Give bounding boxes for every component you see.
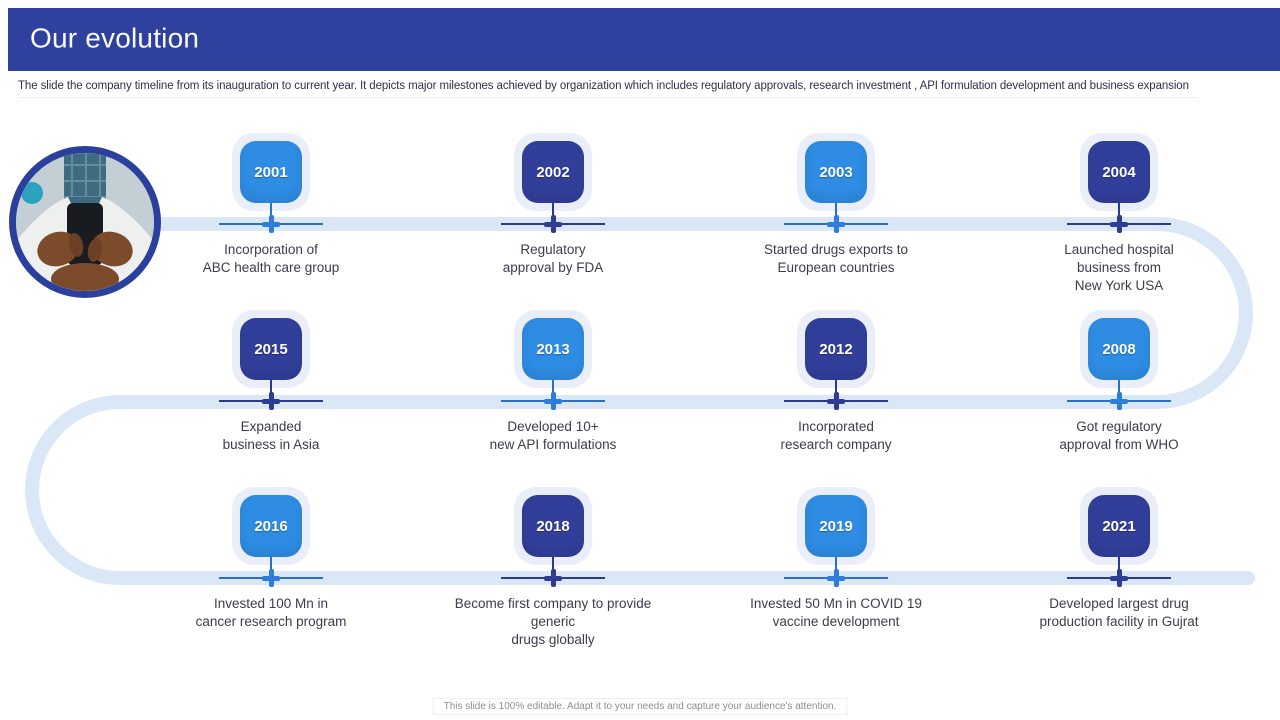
- milestone-description: Expanded business in Asia: [222, 419, 320, 452]
- plus-marker-icon: [827, 215, 845, 233]
- connector-line: [835, 203, 837, 225]
- milestone-description: Developed 10+ new API formulations: [489, 419, 617, 452]
- plus-marker-icon: [1110, 392, 1128, 410]
- milestone-description: Developed largest drug production facili…: [1039, 596, 1199, 629]
- year-badge: 2018: [522, 495, 584, 557]
- plus-marker-icon: [827, 569, 845, 587]
- timeline-item-2013: 2013 Developed 10+ new API formulations: [428, 310, 678, 482]
- milestone-description: Launched hospital business from New York…: [1064, 242, 1174, 293]
- connector-line: [552, 557, 554, 579]
- milestone-description: Incorporated research company: [780, 419, 892, 452]
- year-badge: 2015: [240, 318, 302, 380]
- connector-line: [270, 557, 272, 579]
- year-badge: 2021: [1088, 495, 1150, 557]
- timeline-item-2018: 2018 Become first company to provide gen…: [428, 487, 678, 659]
- timeline-item-2021: 2021 Developed largest drug production f…: [994, 487, 1244, 659]
- connector-line: [1118, 380, 1120, 402]
- plus-marker-icon: [544, 569, 562, 587]
- year-label: 2002: [536, 163, 570, 181]
- year-label: 2018: [536, 517, 570, 535]
- milestone-description: Regulatory approval by FDA: [502, 242, 604, 275]
- plus-marker-icon: [262, 215, 280, 233]
- year-label: 2004: [1102, 163, 1136, 181]
- connector-line: [270, 380, 272, 402]
- year-label: 2021: [1102, 517, 1136, 535]
- timeline-item-2004: 2004 Launched hospital business from New…: [994, 133, 1244, 305]
- timeline-item-2019: 2019 Invested 50 Mn in COVID 19 vaccine …: [711, 487, 961, 659]
- year-label: 2016: [254, 517, 288, 535]
- plus-marker-icon: [544, 215, 562, 233]
- year-badge: 2013: [522, 318, 584, 380]
- plus-marker-icon: [262, 569, 280, 587]
- milestone-description: Incorporation of ABC health care group: [202, 242, 340, 275]
- timeline-item-2008: 2008 Got regulatory approval from WHO: [994, 310, 1244, 482]
- doctor-with-phone-illustration: [16, 153, 154, 291]
- connector-line: [1118, 203, 1120, 225]
- page-title: Our evolution: [30, 22, 200, 54]
- timeline-item-2012: 2012 Incorporated research company: [711, 310, 961, 482]
- connector-line: [1118, 557, 1120, 579]
- year-label: 2008: [1102, 340, 1136, 358]
- year-badge: 2003: [805, 141, 867, 203]
- timeline-item-2015: 2015 Expanded business in Asia: [146, 310, 396, 482]
- year-badge: 2008: [1088, 318, 1150, 380]
- year-badge: 2002: [522, 141, 584, 203]
- timeline-item-2002: 2002 Regulatory approval by FDA: [428, 133, 678, 305]
- year-label: 2003: [819, 163, 853, 181]
- year-label: 2019: [819, 517, 853, 535]
- year-label: 2013: [536, 340, 570, 358]
- timeline-item-2003: 2003 Started drugs exports to European c…: [711, 133, 961, 305]
- year-badge: 2001: [240, 141, 302, 203]
- slide-header: Our evolution: [8, 8, 1280, 71]
- slide-subtitle: The slide the company timeline from its …: [18, 80, 1198, 98]
- plus-marker-icon: [262, 392, 280, 410]
- year-badge: 2012: [805, 318, 867, 380]
- milestone-description: Started drugs exports to European countr…: [763, 242, 909, 275]
- plus-marker-icon: [1110, 569, 1128, 587]
- year-badge: 2016: [240, 495, 302, 557]
- plus-marker-icon: [827, 392, 845, 410]
- milestone-description: Invested 100 Mn in cancer research progr…: [195, 596, 347, 629]
- connector-line: [552, 203, 554, 225]
- milestone-description: Become first company to provide generic …: [454, 596, 652, 647]
- year-badge: 2019: [805, 495, 867, 557]
- milestone-description: Got regulatory approval from WHO: [1059, 419, 1179, 452]
- doctor-with-phone-photo: [9, 146, 161, 298]
- timeline-item-2001: 2001 Incorporation of ABC health care gr…: [146, 133, 396, 305]
- timeline-item-2016: 2016 Invested 100 Mn in cancer research …: [146, 487, 396, 659]
- year-badge: 2004: [1088, 141, 1150, 203]
- year-label: 2015: [254, 340, 288, 358]
- year-label: 2012: [819, 340, 853, 358]
- plus-marker-icon: [544, 392, 562, 410]
- milestone-description: Invested 50 Mn in COVID 19 vaccine devel…: [750, 596, 922, 629]
- plus-marker-icon: [1110, 215, 1128, 233]
- year-label: 2001: [254, 163, 288, 181]
- connector-line: [552, 380, 554, 402]
- connector-line: [270, 203, 272, 225]
- connector-line: [835, 380, 837, 402]
- editable-note: This slide is 100% editable. Adapt it to…: [432, 698, 848, 715]
- connector-line: [835, 557, 837, 579]
